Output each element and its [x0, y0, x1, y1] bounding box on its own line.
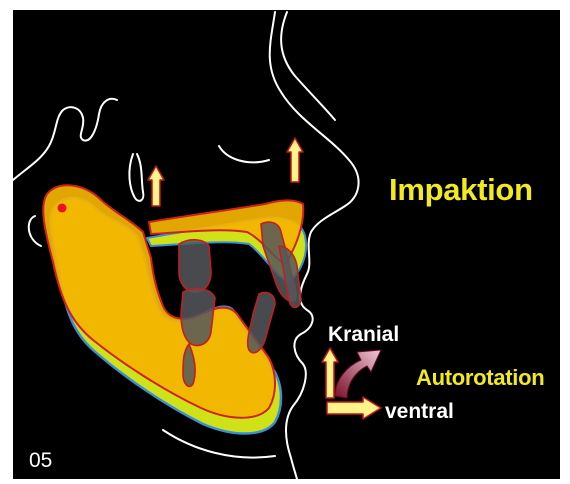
ventral-label: ventral: [385, 401, 454, 422]
autorotation-label: Autorotation: [416, 367, 544, 389]
condyle-point: [58, 204, 67, 213]
figure-number: 05: [29, 450, 52, 471]
jaw-diagram: [13, 10, 560, 479]
skull-outline: [13, 99, 117, 180]
kranial-label: Kranial: [328, 324, 399, 345]
eye-outline: [219, 146, 269, 162]
ramus-outline: [29, 216, 41, 246]
lower-premolar: [248, 292, 275, 352]
up-arrow-icon: [148, 166, 164, 206]
up-arrow-icon: [287, 138, 303, 182]
lower-molar: [181, 289, 215, 346]
diagram-frame: Impaktion Kranial Autorotation ventral 0…: [13, 10, 560, 479]
upper-molar: [179, 240, 211, 292]
chin-neck-outline: [163, 430, 275, 458]
impaktion-label: Impaktion: [389, 174, 533, 205]
curved-arrow-icon: [335, 350, 381, 398]
ear-outline: [129, 154, 143, 201]
right-arrow-icon: [327, 397, 381, 419]
